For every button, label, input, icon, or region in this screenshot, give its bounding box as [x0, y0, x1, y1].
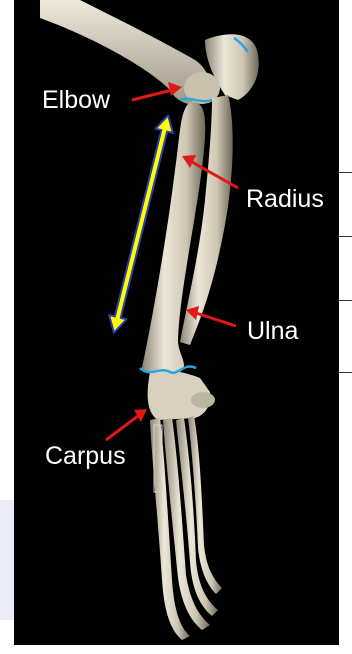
label-elbow: Elbow — [42, 88, 110, 113]
label-ulna: Ulna — [247, 319, 298, 344]
pointer-arrow-elbow — [132, 82, 182, 100]
radius-bone — [142, 102, 205, 376]
label-radius: Radius — [246, 187, 324, 212]
label-carpus: Carpus — [45, 444, 126, 469]
pointer-arrow-carpus — [106, 409, 147, 440]
